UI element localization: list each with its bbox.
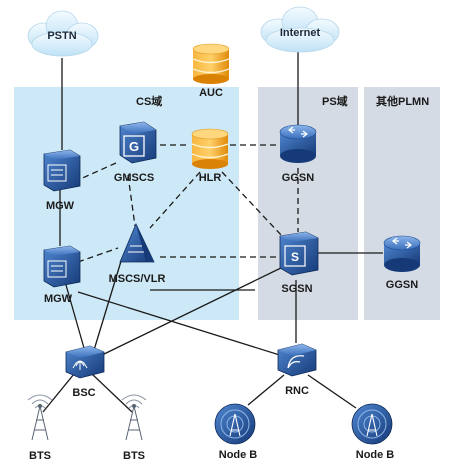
other-plmn-panel	[364, 87, 440, 320]
link-rnc-nodeb-left	[247, 374, 285, 406]
ps-domain-panel	[258, 87, 358, 320]
solid-links	[42, 52, 383, 413]
bts-right-tower-icon	[121, 394, 147, 441]
link-sgsn-bsc	[99, 265, 286, 357]
gmscs-label: GMSCS	[114, 172, 154, 184]
bsc-controller-icon	[65, 345, 105, 379]
bsc-label: BSC	[72, 387, 95, 399]
ggsn-plmn-label: GGSN	[386, 279, 418, 291]
ggsn-plmn-router-icon	[383, 235, 421, 272]
dlink-hlr-mscs	[149, 171, 201, 229]
dlink-hlr-sgsn	[221, 171, 283, 237]
nodeb-left-label: Node B	[219, 449, 258, 461]
rnc-controller-icon	[277, 343, 317, 377]
ggsn-ps-router-icon	[279, 124, 317, 163]
link-mgw-bsc	[65, 284, 85, 349]
sgsn-switch-icon: S	[279, 231, 319, 276]
nodeb-left-antenna-icon	[214, 403, 256, 445]
bts-right-label: BTS	[123, 450, 145, 462]
hlr-label: HLR	[199, 172, 222, 184]
mgw-top-label: MGW	[46, 200, 75, 212]
link-mscs-bsc	[93, 257, 123, 351]
internet-cloud: Internet	[260, 6, 340, 53]
link-bsc-bts-left	[42, 373, 75, 413]
rnc-label: RNC	[285, 385, 309, 397]
internet-label: Internet	[280, 27, 321, 39]
link-bsc-bts-right	[91, 373, 133, 413]
dlink-gmscs-mscs	[127, 174, 136, 227]
bts-left-tower-icon	[27, 394, 53, 441]
cs-domain-label: CS域	[136, 94, 162, 108]
auc-label: AUC	[199, 87, 223, 99]
mscs-vlr-label: MSCS/VLR	[109, 273, 166, 285]
hlr-database-icon	[191, 128, 229, 169]
mgw-bottom-gateway-icon	[43, 245, 81, 288]
link-rnc-nodeb-right	[307, 374, 357, 409]
other-plmn-label: 其他PLMN	[376, 94, 429, 108]
pstn-label: PSTN	[47, 30, 76, 42]
svg-text:S: S	[291, 250, 299, 264]
sgsn-label: SGSN	[281, 283, 312, 295]
pstn-cloud: PSTN	[27, 10, 99, 57]
auc-database-icon	[192, 43, 230, 84]
mgw-top-gateway-icon	[43, 149, 81, 192]
link-mgw-rnc	[77, 291, 287, 358]
ggsn-ps-label: GGSN	[282, 172, 314, 184]
nodeb-right-antenna-icon	[351, 403, 393, 445]
nodeb-right-label: Node B	[356, 449, 395, 461]
mscs-vlr-server-icon	[119, 223, 155, 263]
svg-text:G: G	[129, 139, 139, 154]
dlink-mgw-mscs	[77, 247, 119, 263]
gmscs-switch-icon: G	[119, 121, 157, 164]
mgw-bottom-label: MGW	[44, 293, 73, 305]
dashed-links	[77, 144, 299, 291]
ps-domain-label: PS域	[322, 94, 348, 108]
dlink-gmscs-mgw	[77, 162, 117, 181]
bts-left-label: BTS	[29, 450, 51, 462]
